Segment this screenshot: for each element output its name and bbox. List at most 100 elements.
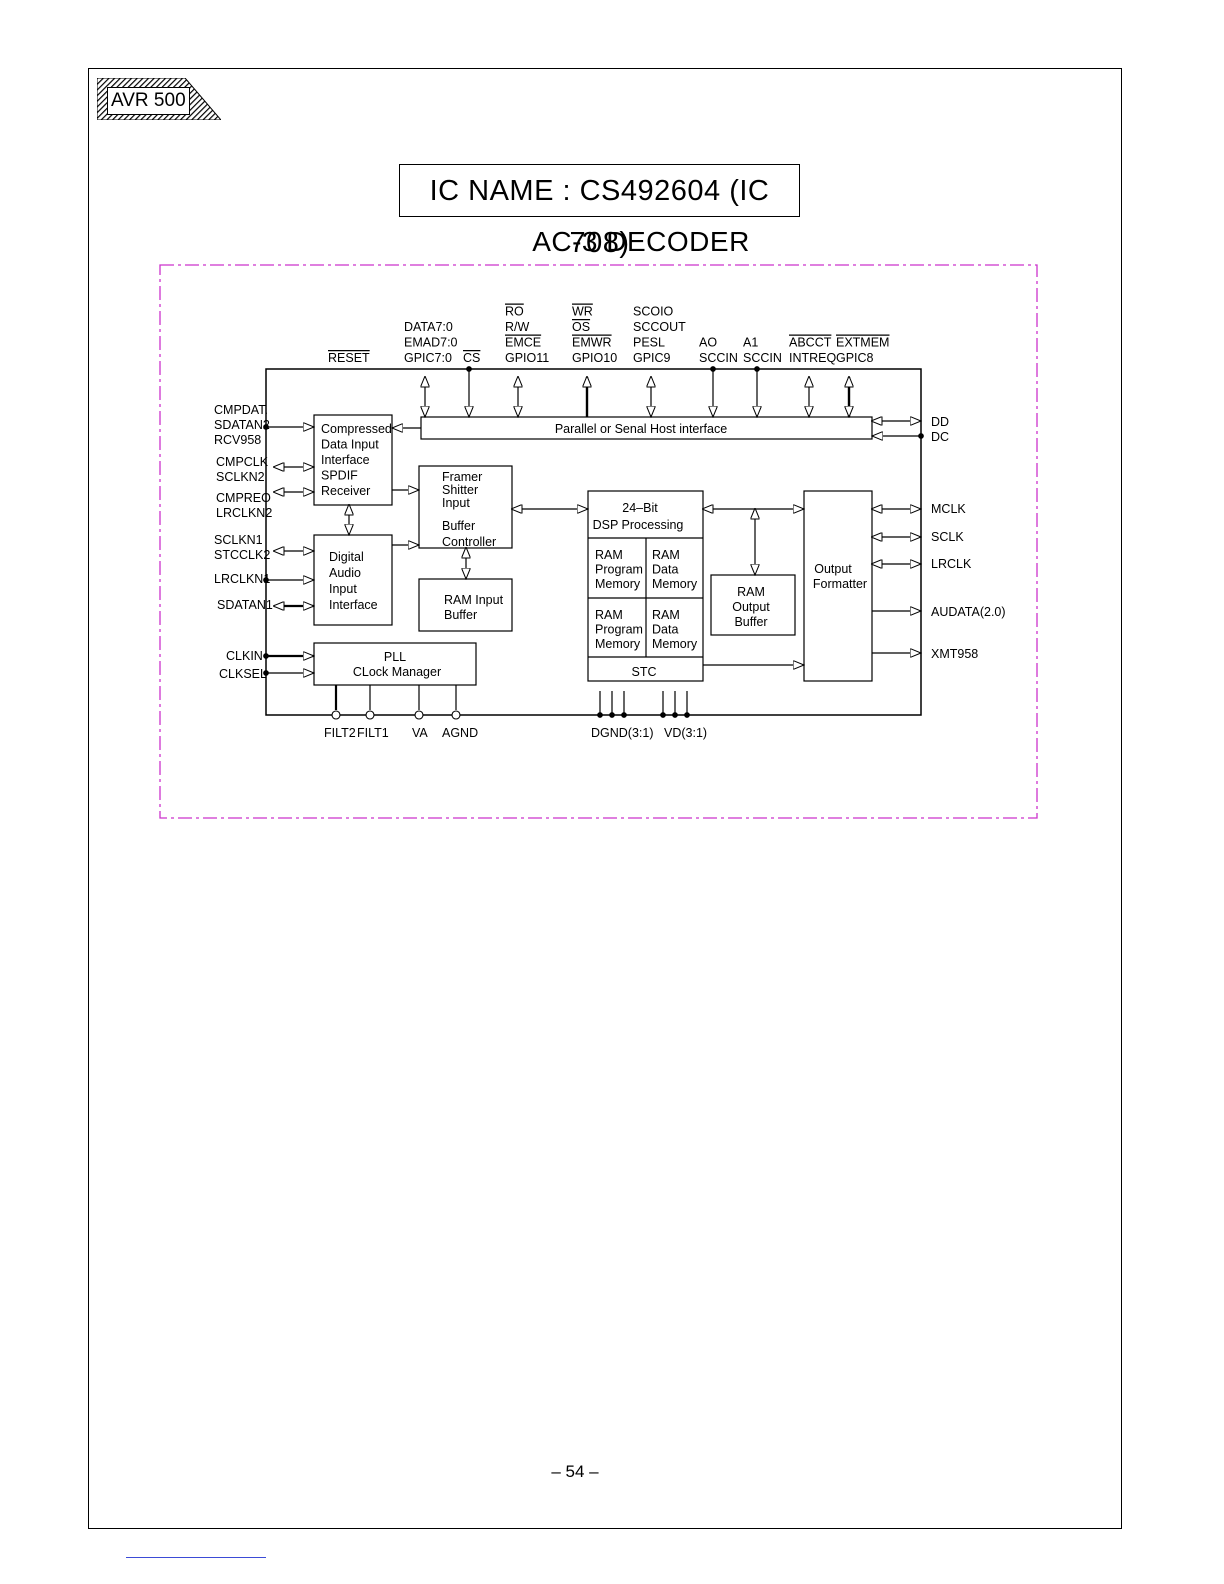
bottom-pin-node [672,712,678,718]
digital-audio-label: Digital [329,550,364,564]
dashed-boundary [159,264,1038,819]
top-pin-label: EMAD7:0 [404,336,458,350]
ram-data-memory-label: RAM [652,548,680,562]
footer-link-line [126,1557,266,1558]
compressed-input-label: Data Input [321,438,379,452]
ram-input-buffer-label: Buffer [444,608,477,622]
framer-label: Shitter [442,483,478,497]
bottom-pin-node [414,710,424,720]
top-pin-label: RO [505,305,524,319]
top-pin-label: WR [572,305,593,319]
top-pin-label: EMCE [505,336,541,350]
right-pin-label: DC [931,430,949,444]
compressed-input-label: Receiver [321,484,370,498]
chip-body [265,368,922,716]
top-pin-label: AO [699,336,717,350]
top-pin-label: RESET [328,351,370,365]
top-pin-label: SCCIN [699,351,738,365]
diagram-subtitle: AC-3 DECODER [532,226,750,257]
ic-name-title: IC NAME : CS492604 (IC 708) [399,164,800,259]
top-pin-label: EXTMEM [836,336,889,350]
digital-audio-label: Interface [329,598,378,612]
pll-label: CLock Manager [353,665,441,679]
bottom-pin-node [597,712,603,718]
bottom-pin-label: AGND [442,726,478,740]
bottom-pin-label: VA [412,726,428,740]
right-pin-label: AUDATA(2.0) [931,605,1006,619]
top-pin-label: SCCOUT [633,320,686,334]
right-pin-label: DD [931,415,949,429]
output-formatter-label: Formatter [813,577,867,591]
ram-output-buffer-block [710,574,796,636]
bottom-pin-node [684,712,690,718]
bottom-pin-label: DGND(3:1) [591,726,654,740]
page-number: – 54 – [551,1462,599,1481]
top-pin-label: EMWR [572,336,612,350]
left-pin-label: SCLKN2 [216,470,265,484]
bottom-pin-node [365,710,375,720]
bottom-pin-node [331,710,341,720]
top-pin-label: GPIC7:0 [404,351,452,365]
ram-output-buffer-label: RAM [737,585,765,599]
top-pin-label: ABCCT [789,336,832,350]
left-pin-label: RCV958 [214,433,261,447]
right-pin-label: LRCLK [931,557,972,571]
right-pin-label: XMT958 [931,647,978,661]
bottom-pin-node [660,712,666,718]
framer-label: Controller [442,535,496,549]
digital-audio-block [313,534,393,626]
left-pin-label: LRCLKN2 [216,506,272,520]
framer-label: Buffer [442,519,475,533]
ram-data-memory-label: Data [652,563,678,577]
bottom-pin-label: VD(3:1) [664,726,707,740]
compressed-input-label: SPDIF [321,469,358,483]
top-pin-label: CS [463,351,480,365]
compressed-input-label: Compressed [321,422,392,436]
top-pin-label: GPIO10 [572,351,617,365]
ram-input-buffer-label: RAM Input [444,593,504,607]
top-pin-label: A1 [743,336,758,350]
ram-output-buffer-label: Output [732,600,770,614]
framer-label: Input [442,496,470,510]
page-frame [88,68,1122,1529]
ram-program-memory-label: Program [595,623,643,637]
model-label: AVR 500 [107,87,190,115]
bottom-pin-node [609,712,615,718]
digital-audio-label: Audio [329,566,361,580]
bottom-pin-node [621,712,627,718]
ram-input-buffer-block [418,578,513,632]
top-pin-label: GPIC8 [836,351,874,365]
ram-data-memory-label: Memory [652,637,698,651]
ram-program-memory-label: Program [595,563,643,577]
host-interface-label: Parallel or Senal Host interface [555,422,727,436]
left-pin-label: SDATAN2 [214,418,270,432]
compressed-input-block [313,414,393,506]
bottom-pin-node [451,710,461,720]
output-formatter-label: Output [814,562,852,576]
left-pin-label: CMPREO [216,491,271,505]
left-pin-label: STCCLK2 [214,548,270,562]
stc-label: STC [632,665,657,679]
top-pin-label: GPIO11 [505,351,549,365]
bottom-pin-label: FILT2 [324,726,356,740]
dsp-label: 24–Bit [622,501,658,515]
ram-data-memory-label: RAM [652,608,680,622]
ram-program-memory-label: Memory [595,577,641,591]
dsp-label: DSP Processing [593,518,684,532]
left-pin-label: CMPDAT. [214,403,268,417]
top-pin-label: OS [572,320,590,334]
digital-audio-label: Input [329,582,357,596]
pll-label: PLL [384,650,406,664]
top-pin-label: SCCIN [743,351,782,365]
ram-output-buffer-label: Buffer [734,615,767,629]
right-pin-label: MCLK [931,502,966,516]
left-pin-label: CMPCLK [216,455,269,469]
left-pin-label: SCLKN1 [214,533,263,547]
left-pin-label: CLKSEL [219,667,267,681]
bottom-pin-label: FILT1 [357,726,389,740]
ram-data-memory-label: Memory [652,577,698,591]
top-pin-label: SCOIO [633,305,674,319]
framer-label: Framer [442,470,482,484]
compressed-input-label: Interface [321,453,370,467]
